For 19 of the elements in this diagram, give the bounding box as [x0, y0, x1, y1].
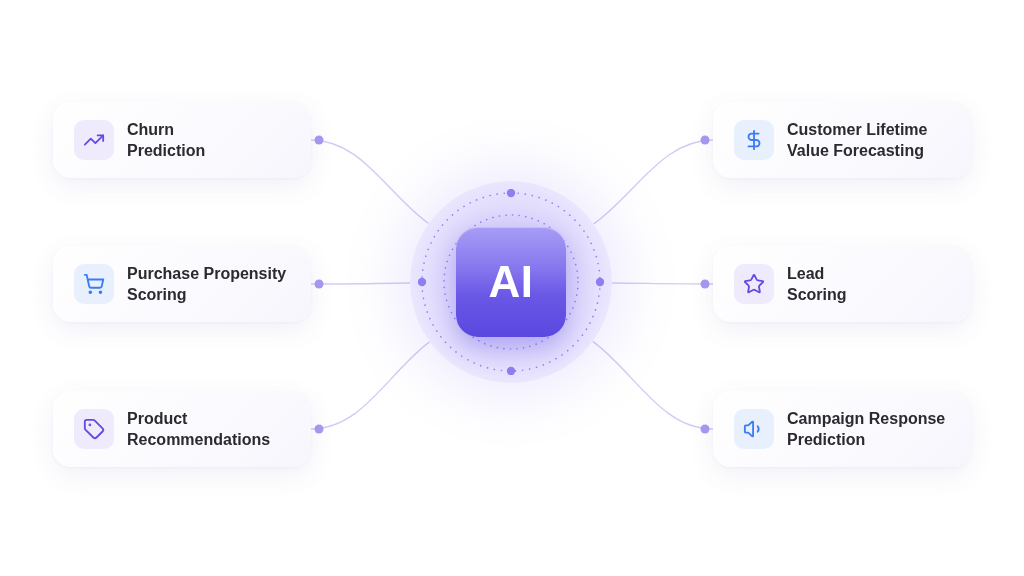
connector-line [310, 279, 411, 289]
feature-card [713, 391, 971, 467]
feature-card [53, 246, 311, 322]
card-title: Churn Prediction [127, 120, 207, 161]
card-title: Campaign Response Prediction [787, 409, 947, 450]
card-title: Purchase Propensity Scoring [127, 264, 288, 305]
feature-card [713, 102, 971, 178]
feature-card [53, 102, 311, 178]
connector-line [592, 136, 714, 225]
card-title: Lead Scoring [787, 264, 848, 305]
connector-line [591, 340, 714, 433]
connector-line [611, 279, 714, 289]
card-title: Product Recommendations [127, 409, 272, 450]
ai-tile: AI [456, 227, 566, 337]
card-title: Customer Lifetime Value Forecasting [787, 120, 929, 161]
connector-line [310, 341, 431, 433]
feature-card [53, 391, 311, 467]
connector-line [310, 136, 430, 225]
feature-card [713, 246, 971, 322]
